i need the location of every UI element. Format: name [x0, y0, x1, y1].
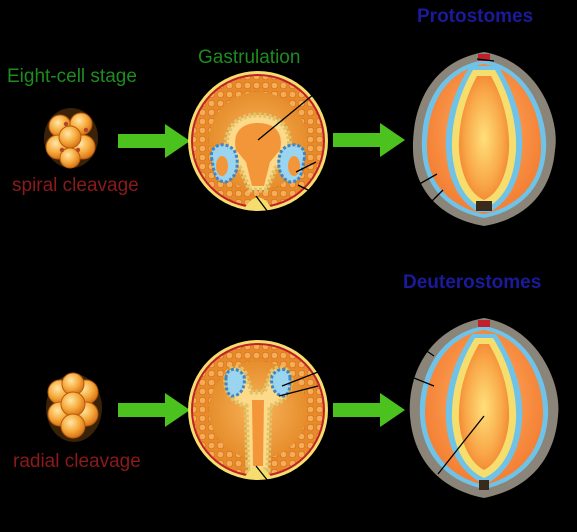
gastrula-deuterostome — [188, 340, 328, 482]
label-gastrulation: Gastrulation — [198, 47, 300, 68]
arrow-right-icon — [118, 124, 190, 158]
label-deuterostomes: Deuterostomes — [403, 272, 541, 293]
arrow-right-icon — [333, 123, 405, 157]
label-radial-cleavage: radial cleavage — [13, 451, 141, 472]
arrow-right-icon — [118, 393, 190, 427]
arrow-right-icon — [333, 393, 405, 427]
eight-cell-embryo-radial — [46, 372, 102, 442]
gastrula-protostome — [188, 71, 328, 213]
eight-cell-embryo-spiral — [44, 108, 98, 169]
deuterostome-embryo — [409, 318, 559, 498]
protostome-embryo — [412, 52, 556, 226]
label-protostomes: Protostomes — [417, 6, 533, 27]
label-eight-cell-stage: Eight-cell stage — [7, 66, 137, 87]
label-spiral-cleavage: spiral cleavage — [12, 175, 139, 196]
